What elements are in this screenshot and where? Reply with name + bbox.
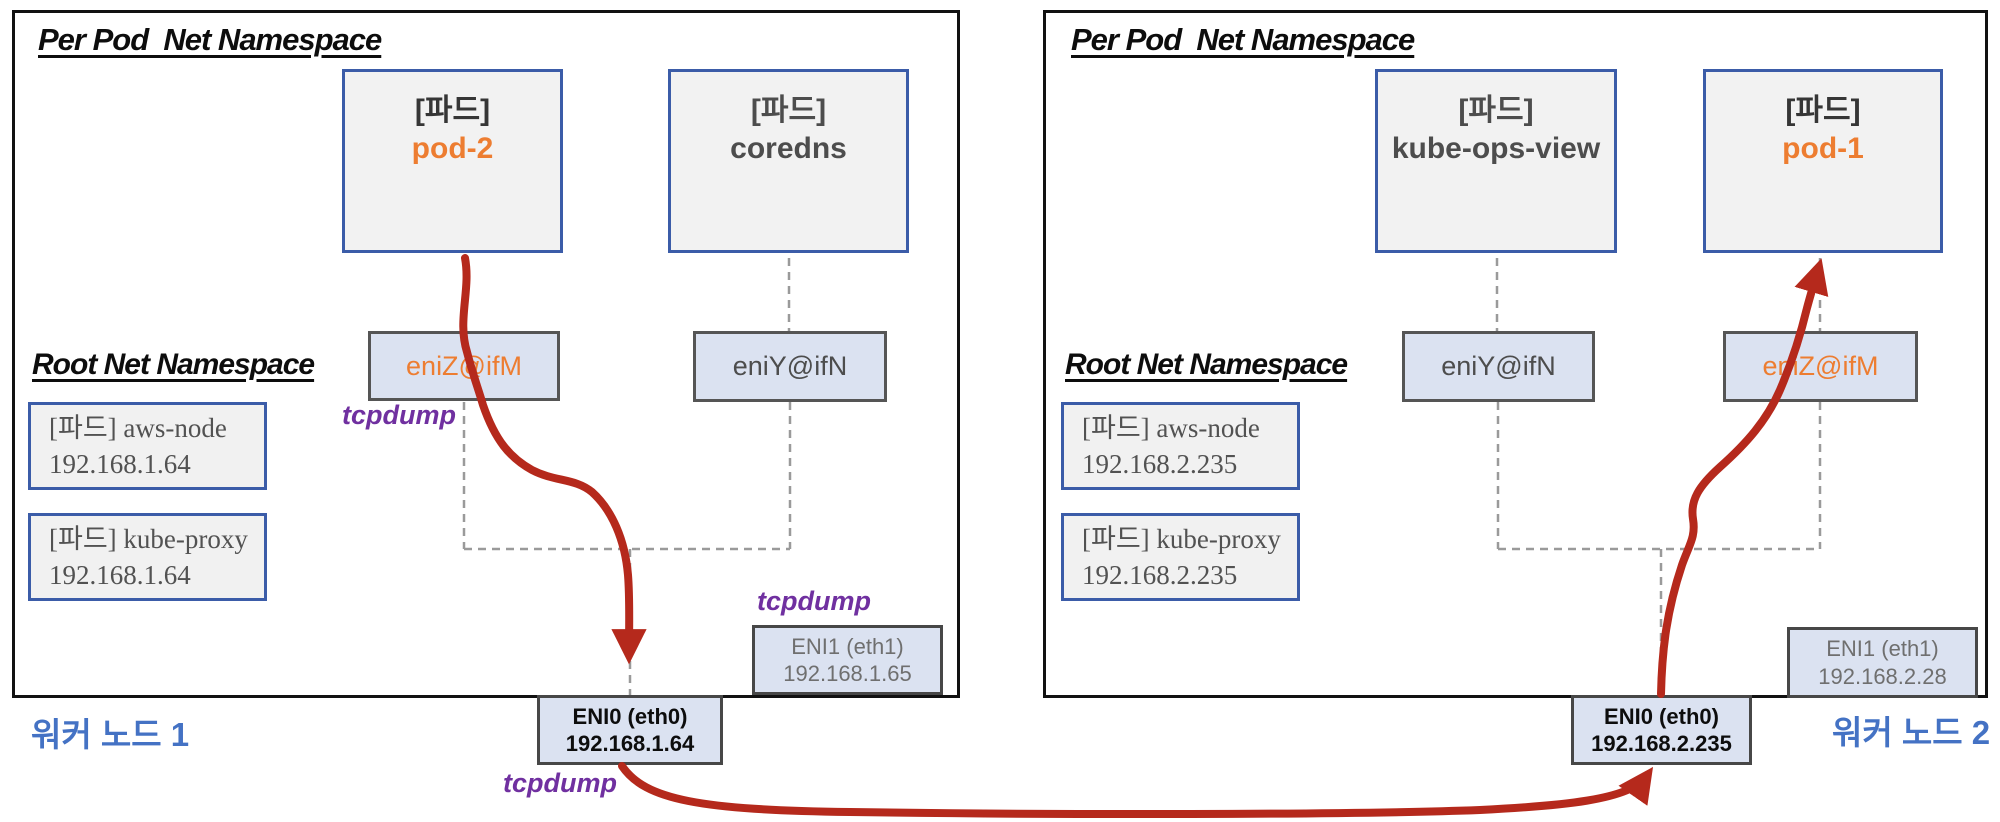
hostpod-kube-proxy-node1: [파드] kube-proxy 192.168.1.64 xyxy=(28,513,267,601)
eni-ip: 192.168.2.28 xyxy=(1818,663,1947,689)
pod-box-coredns: [파드] coredns xyxy=(668,69,909,253)
veth-eniZ-node1: eniZ@ifM xyxy=(368,331,560,401)
eni0-box-node2: ENI0 (eth0) 192.168.2.235 xyxy=(1571,695,1752,765)
hostpod-kube-proxy-node2: [파드] kube-proxy 192.168.2.235 xyxy=(1061,513,1300,601)
pod-tag: [파드] xyxy=(1785,94,1861,127)
worker-node-1-label: 워커 노드 1 xyxy=(31,716,190,753)
worker-node-2-label: 워커 노드 2 xyxy=(1832,714,1991,751)
eni-label: ENI0 (eth0) xyxy=(572,703,688,729)
hostpod-ip: 192.168.2.235 xyxy=(1082,560,1238,590)
eni1-box-node2: ENI1 (eth1) 192.168.2.28 xyxy=(1787,627,1978,698)
pod-name-kube-ops-view: kube-ops-view xyxy=(1391,131,1601,165)
per-pod-namespace-title-node2: Per Pod Net Namespace xyxy=(1071,22,1415,57)
eni-label: ENI0 (eth0) xyxy=(1604,703,1719,729)
tcpdump-label-eni0-node1: tcpdump xyxy=(503,768,617,798)
tcpdump-label-eni1-node1: tcpdump xyxy=(757,586,871,616)
pod-name-pod-2: pod-2 xyxy=(411,131,494,165)
root-namespace-title-node2: Root Net Namespace xyxy=(1065,348,1348,381)
veth-eniY-node2: eniY@ifN xyxy=(1402,331,1595,402)
arrow-eni0-node1-to-eni0-node2 xyxy=(618,762,1654,819)
hostpod-aws-node-node2: [파드] aws-node 192.168.2.235 xyxy=(1061,402,1300,490)
root-namespace-title-node1: Root Net Namespace xyxy=(32,348,315,381)
per-pod-namespace-title-node1: Per Pod Net Namespace xyxy=(38,22,382,57)
pod-name-coredns: coredns xyxy=(730,131,847,165)
eni-label: ENI1 (eth1) xyxy=(791,633,904,659)
pod-name-pod-1: pod-1 xyxy=(1782,131,1864,165)
hostpod-name: [파드] aws-node xyxy=(49,412,227,443)
pod-box-kube-ops-view: [파드] kube-ops-view xyxy=(1375,69,1617,253)
eni0-box-node1: ENI0 (eth0) 192.168.1.64 xyxy=(537,695,723,765)
eni1-box-node1: ENI1 (eth1) 192.168.1.65 xyxy=(752,625,943,695)
eni-ip: 192.168.1.65 xyxy=(783,661,912,686)
hostpod-ip: 192.168.2.235 xyxy=(1082,449,1238,479)
eni-label: ENI1 (eth1) xyxy=(1826,636,1939,661)
veth-eniZ-node2: eniZ@ifM xyxy=(1723,331,1918,402)
hostpod-ip: 192.168.1.64 xyxy=(49,560,191,590)
veth-eniY-node1: eniY@ifN xyxy=(693,331,887,402)
pod-tag: [파드] xyxy=(750,94,827,127)
hostpod-aws-node-node1: [파드] aws-node 192.168.1.64 xyxy=(28,402,267,490)
hostpod-name: [파드] kube-proxy xyxy=(1082,523,1281,554)
pod-box-pod-2: [파드] pod-2 xyxy=(342,69,563,253)
pod-box-pod-1: [파드] pod-1 xyxy=(1703,69,1943,253)
eni-ip: 192.168.1.64 xyxy=(565,731,695,756)
hostpod-name: [파드] kube-proxy xyxy=(49,523,248,554)
hostpod-name: [파드] aws-node xyxy=(1082,412,1260,443)
eni-ip: 192.168.2.235 xyxy=(1591,731,1732,756)
tcpdump-label-eniZ-node1: tcpdump xyxy=(342,400,456,430)
hostpod-ip: 192.168.1.64 xyxy=(49,449,191,479)
pod-tag: [파드] xyxy=(414,94,491,127)
pod-tag: [파드] xyxy=(1458,94,1534,127)
